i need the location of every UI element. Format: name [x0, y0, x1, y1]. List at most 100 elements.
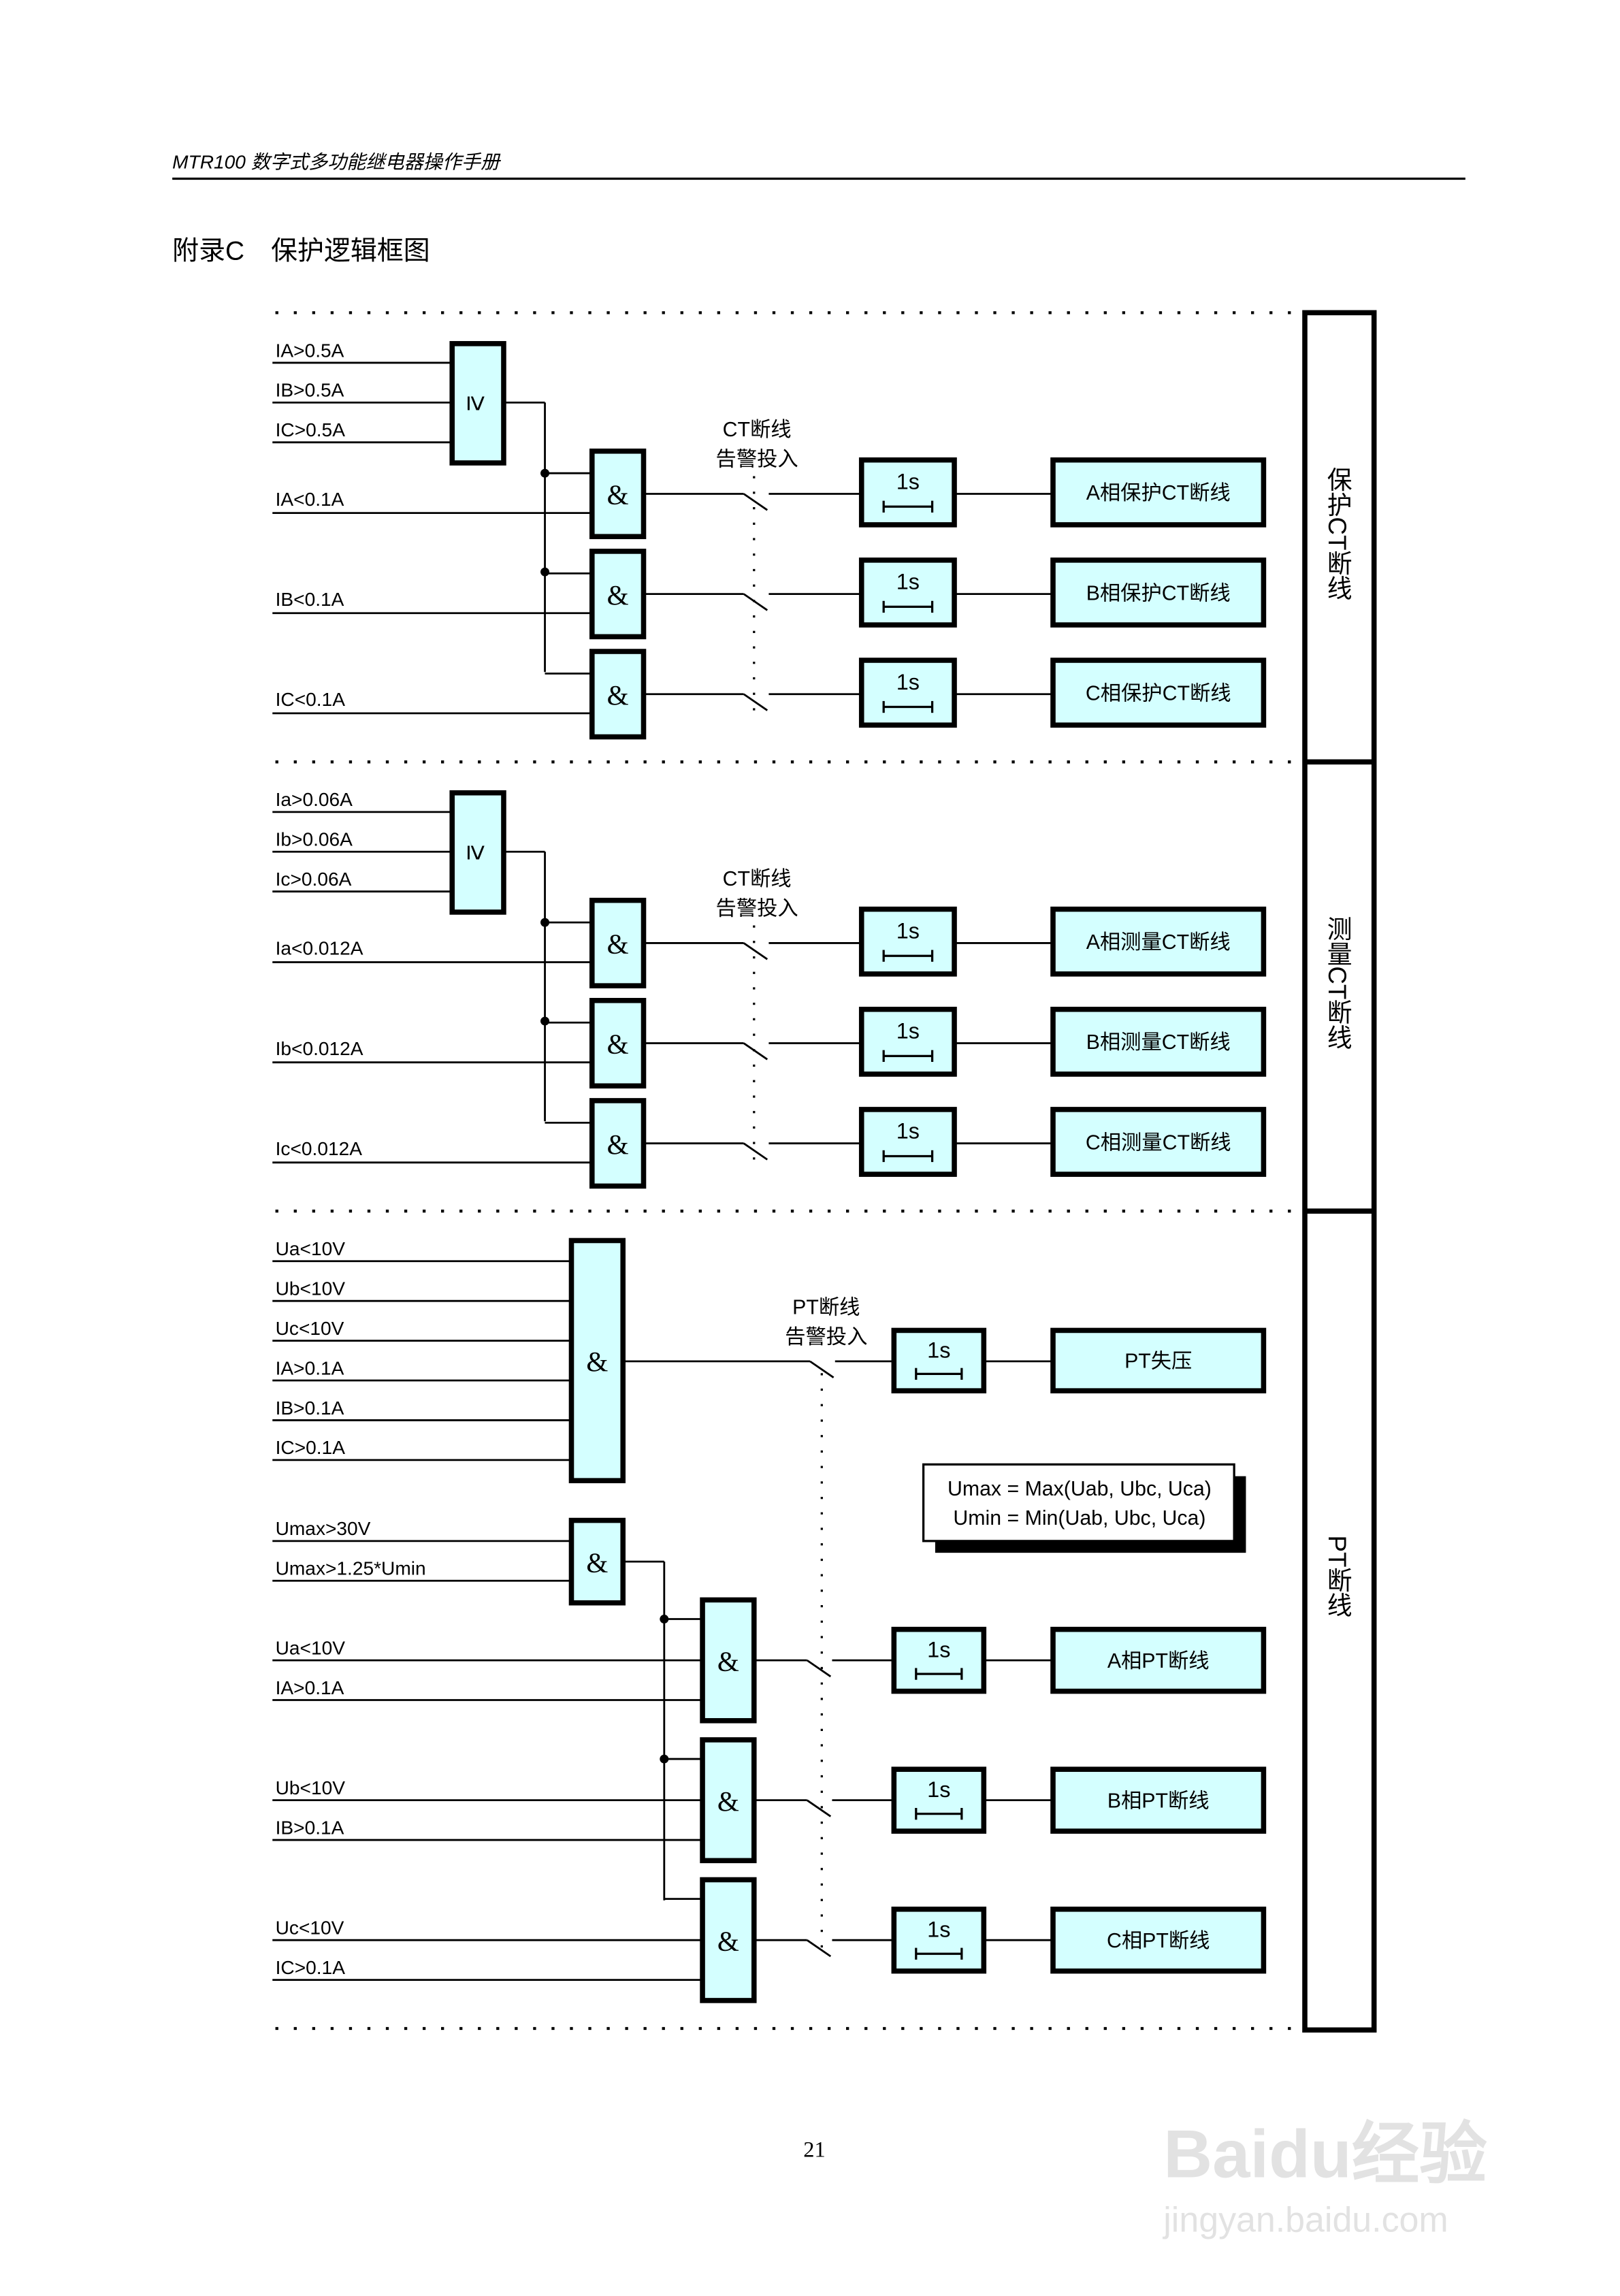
output-signal-label: C相保护CT断线 — [1086, 681, 1231, 705]
output-signal-box — [1050, 658, 1267, 728]
pt-phase-and-gate — [700, 1597, 757, 1724]
timer-block — [858, 906, 957, 977]
input-label: IC<0.1A — [276, 689, 346, 710]
and-gate-symbol: & — [607, 1129, 629, 1160]
and-gate-symbol: & — [607, 928, 629, 960]
and-gate-symbol: & — [607, 579, 629, 611]
output-signal-label: C相PT断线 — [1107, 1929, 1210, 1952]
timer-block — [891, 1766, 987, 1834]
output-signal-box — [1050, 1327, 1267, 1393]
page-number: 21 — [803, 2137, 825, 2162]
timer-label: 1s — [927, 1918, 950, 1942]
input-label: IA>0.5A — [276, 340, 344, 361]
timer-block — [891, 1626, 987, 1694]
and-gate-symbol: & — [607, 479, 629, 511]
input-label: Umax>30V — [276, 1518, 371, 1539]
switch-contact-icon — [743, 1142, 768, 1161]
timer-label: 1s — [927, 1638, 950, 1662]
timer-label: 1s — [896, 918, 920, 943]
or-gate-symbol: ≥ — [461, 395, 493, 411]
input-label: IA<0.1A — [276, 489, 344, 510]
pt-loss-and-gate-symbol: & — [586, 1346, 608, 1377]
switch-contact-icon — [743, 593, 768, 611]
switch-contact-icon — [806, 1659, 832, 1678]
switch-contact-icon — [743, 693, 768, 711]
timer-label: 1s — [927, 1338, 950, 1362]
page-title: 附录C 保护逻辑框图 — [172, 236, 430, 265]
input-label: Umax>1.25*Umin — [276, 1558, 426, 1579]
or-gate-symbol: ≥ — [461, 845, 493, 860]
switch-label: PT断线 — [792, 1296, 860, 1319]
or-gate — [449, 341, 506, 466]
output-signal-box — [1050, 1906, 1267, 1974]
side-section-label: PT断线 — [1323, 1536, 1351, 1618]
pt-phase-and-gate-symbol: & — [717, 1645, 739, 1677]
output-signal-label: B相测量CT断线 — [1086, 1031, 1231, 1054]
input-label: Ua<10V — [276, 1637, 346, 1658]
input-label: Ib<0.012A — [276, 1038, 363, 1059]
timer-label: 1s — [896, 470, 920, 494]
switch-label: 告警投入 — [716, 896, 798, 920]
output-signal-label: B相保护CT断线 — [1086, 581, 1231, 604]
output-signal-label: A相PT断线 — [1107, 1649, 1210, 1672]
switch-label: CT断线 — [723, 418, 792, 441]
output-signal-label: A相保护CT断线 — [1086, 481, 1231, 504]
input-label: IA>0.1A — [276, 1357, 344, 1378]
input-label: IB<0.1A — [276, 589, 344, 610]
output-signal-box — [1050, 1626, 1267, 1694]
input-label: IB>0.1A — [276, 1817, 344, 1838]
timer-block — [858, 1107, 957, 1177]
output-signal-box — [1050, 557, 1267, 628]
timer-label: 1s — [896, 1119, 920, 1144]
output-signal-box — [1050, 1107, 1267, 1177]
input-label: IB>0.1A — [276, 1397, 344, 1419]
timer-block — [858, 557, 957, 628]
input-label: Uc<10V — [276, 1918, 344, 1939]
output-signal-label: B相PT断线 — [1107, 1789, 1210, 1812]
switch-contact-icon — [743, 493, 768, 511]
side-label-frame — [1302, 310, 1377, 2033]
watermark-logo: Baidu经验 — [1163, 2117, 1487, 2193]
timer-label: 1s — [896, 670, 920, 694]
and-gate — [589, 549, 647, 640]
umax-and-gate-symbol: & — [586, 1547, 608, 1578]
and-gate — [589, 448, 647, 540]
junction-dot — [540, 567, 550, 577]
side-section-label: 保护CT断线 — [1323, 467, 1352, 600]
pt-phase-and-gate-symbol: & — [717, 1925, 739, 1956]
running-header: MTR100 数字式多功能继电器操作手册 — [172, 151, 502, 172]
output-signal-label: C相测量CT断线 — [1086, 1131, 1231, 1154]
junction-dot — [540, 1016, 550, 1026]
input-label: Uc<10V — [276, 1318, 344, 1339]
switch-contact-icon — [806, 1799, 832, 1817]
input-label: Ia<0.012A — [276, 938, 363, 959]
formula-umax: Umax = Max(Uab, Ubc, Uca) — [947, 1478, 1212, 1500]
pt-phase-and-gate-symbol: & — [717, 1785, 739, 1817]
side-section-label: 测量CT断线 — [1323, 916, 1351, 1050]
watermark-url: jingyan.baidu.com — [1162, 2201, 1448, 2240]
input-label: Ub<10V — [276, 1777, 346, 1798]
input-label: IA>0.1A — [276, 1677, 344, 1698]
timer-label: 1s — [896, 1019, 920, 1044]
or-gate — [449, 790, 506, 915]
input-label: Ib>0.06A — [276, 829, 353, 850]
switch-label: 告警投入 — [716, 447, 798, 470]
output-signal-label: A相测量CT断线 — [1086, 931, 1231, 954]
input-label: Ic>0.06A — [276, 869, 352, 890]
timer-block — [891, 1906, 987, 1974]
input-label: IC>0.1A — [276, 1437, 346, 1458]
timer-label: 1s — [927, 1777, 950, 1802]
timer-block — [858, 1006, 957, 1077]
output-signal-box — [1050, 906, 1267, 977]
switch-contact-icon — [806, 1939, 832, 1958]
switch-label: CT断线 — [723, 867, 792, 890]
and-gate-symbol: & — [607, 679, 629, 711]
output-signal-box — [1050, 1766, 1267, 1834]
input-label: Ua<10V — [276, 1238, 346, 1259]
input-label: IC>0.1A — [276, 1957, 346, 1978]
umax-and-gate — [568, 1517, 626, 1606]
input-label: Ic<0.012A — [276, 1138, 363, 1159]
input-label: IC>0.5A — [276, 419, 346, 440]
